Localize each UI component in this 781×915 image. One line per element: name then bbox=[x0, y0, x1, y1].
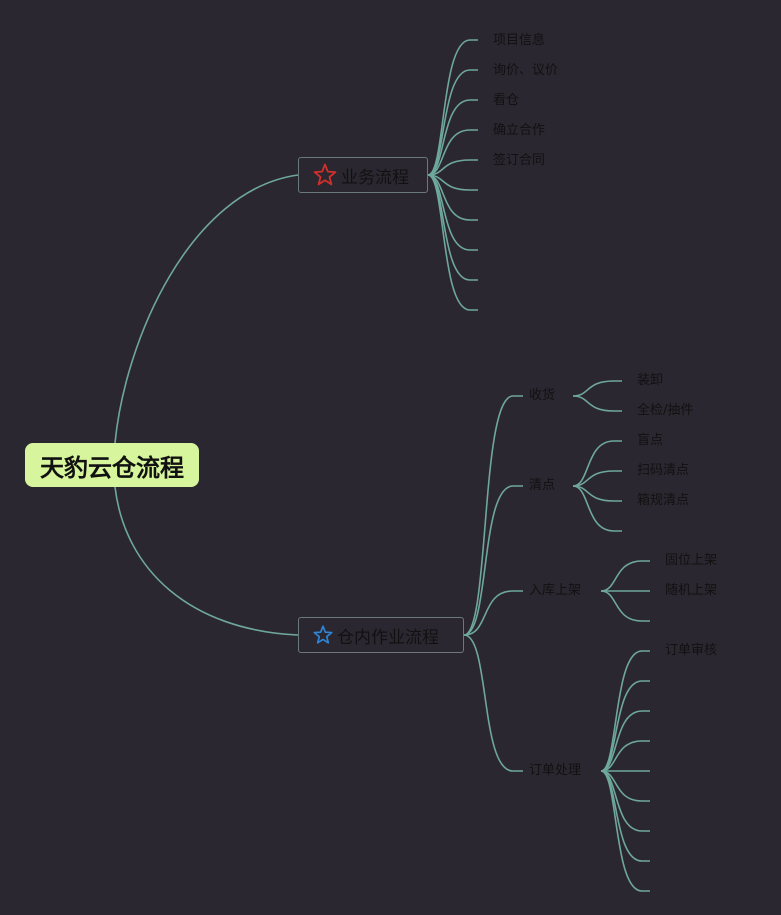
connector-group-leaf bbox=[572, 485, 622, 502]
connector-group-leaf bbox=[600, 770, 650, 892]
connector-warehouse-group bbox=[463, 634, 523, 772]
branch-label: 业务流程 bbox=[341, 167, 409, 188]
group-putaway[interactable]: 入库上架 bbox=[529, 583, 582, 598]
connector-group-leaf bbox=[572, 440, 622, 487]
connector-group-leaf bbox=[572, 380, 622, 397]
connector-business-leaf bbox=[427, 99, 478, 176]
leaf-item[interactable]: 确立合作 bbox=[493, 123, 546, 138]
connector-business-leaf bbox=[427, 174, 478, 311]
leaf-item[interactable]: 订单审核 bbox=[665, 643, 718, 658]
group-counting[interactable]: 清点 bbox=[529, 478, 556, 493]
leaf-item[interactable]: 项目信息 bbox=[493, 33, 546, 48]
connector-root-business bbox=[114, 174, 299, 444]
star-outline-red-icon bbox=[313, 163, 337, 186]
connector-group-leaf bbox=[600, 740, 650, 772]
connector-group-leaf bbox=[572, 470, 622, 487]
connector-group-leaf bbox=[572, 485, 622, 532]
connector-business-leaf bbox=[427, 159, 478, 176]
connector-warehouse-group bbox=[463, 590, 523, 636]
connector-warehouse-group bbox=[463, 395, 523, 636]
branch-warehouse-operations[interactable]: 仓内作业流程 bbox=[298, 617, 464, 653]
branch-business-process[interactable]: 业务流程 bbox=[298, 157, 428, 193]
connector-root-warehouse bbox=[114, 486, 299, 636]
connector-group-leaf bbox=[600, 710, 650, 772]
connector-group-leaf bbox=[600, 560, 650, 592]
connector-business-leaf bbox=[427, 129, 478, 176]
group-order-processing[interactable]: 订单处理 bbox=[529, 763, 582, 778]
connector-group-leaf bbox=[600, 650, 650, 772]
connector-group-leaf bbox=[600, 680, 650, 772]
root-label: 天豹云仓流程 bbox=[40, 453, 184, 482]
connector-business-leaf bbox=[427, 39, 478, 176]
connector-group-leaf bbox=[600, 770, 650, 802]
leaf-item[interactable]: 装卸 bbox=[637, 373, 664, 388]
branch-label: 仓内作业流程 bbox=[337, 627, 439, 648]
connector-group-leaf bbox=[600, 590, 650, 622]
leaf-item[interactable]: 扫码清点 bbox=[637, 463, 690, 478]
star-outline-blue-icon bbox=[313, 625, 333, 644]
leaf-item[interactable]: 固位上架 bbox=[665, 553, 718, 568]
connector-group-leaf bbox=[572, 395, 622, 412]
leaf-item[interactable]: 全检/抽件 bbox=[637, 403, 694, 418]
leaf-item[interactable]: 询价、议价 bbox=[493, 63, 559, 78]
connector-group-leaf bbox=[600, 770, 650, 862]
leaf-item[interactable]: 签订合同 bbox=[493, 153, 546, 168]
group-receiving[interactable]: 收货 bbox=[529, 388, 556, 403]
connector-warehouse-group bbox=[463, 485, 523, 636]
root-node[interactable]: 天豹云仓流程 bbox=[25, 443, 199, 487]
leaf-item[interactable]: 随机上架 bbox=[665, 583, 718, 598]
connector-business-leaf bbox=[427, 69, 478, 176]
leaf-item[interactable]: 箱规清点 bbox=[637, 493, 690, 508]
leaf-item[interactable]: 看仓 bbox=[493, 93, 520, 108]
leaf-item[interactable]: 盲点 bbox=[637, 433, 664, 448]
